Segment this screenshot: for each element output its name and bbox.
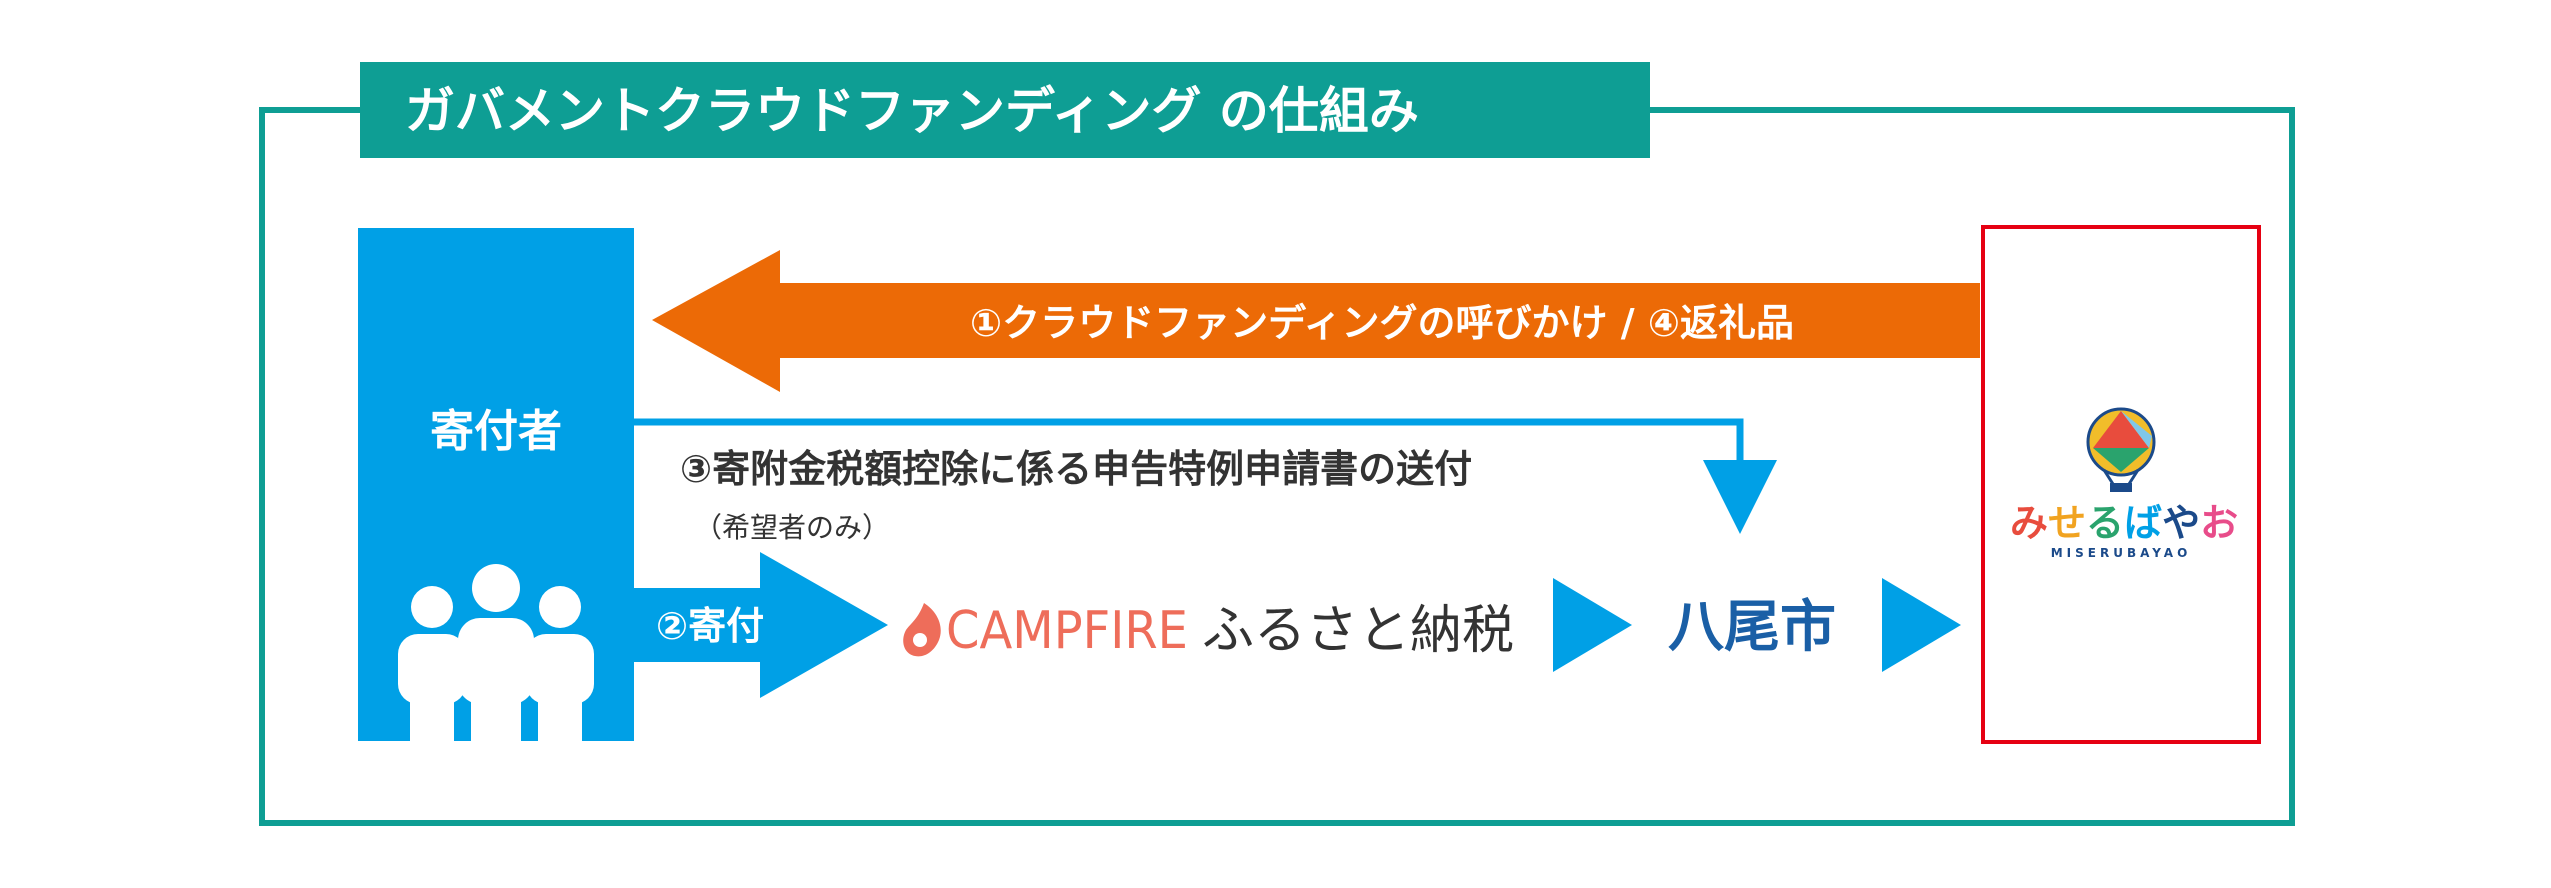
partner-name-char: や (2162, 501, 2200, 545)
partner-name-char: み (2010, 501, 2048, 545)
city-label: 八尾市 (1668, 595, 1836, 660)
donation-label: ②寄付 (656, 604, 764, 648)
donor-label: 寄付者 (430, 406, 562, 457)
orange-arrow (652, 250, 1980, 392)
application-note: （希望者のみ） (694, 511, 890, 544)
application-arrowhead (1703, 460, 1777, 534)
title-banner (360, 62, 1650, 158)
arrow-to-city (1553, 578, 1632, 672)
fire-icon (903, 603, 941, 657)
donation-arrow (634, 552, 888, 698)
people-icon (398, 564, 594, 741)
balloon-icon (2086, 407, 2156, 492)
campfire-brand: CAMPFIRE (946, 601, 1188, 661)
partner-name-char: せ (2048, 501, 2086, 545)
partner-name-char: お (2200, 501, 2238, 545)
application-label: ③寄附金税額控除に係る申告特例申請書の送付 (680, 447, 1472, 491)
application-line (634, 418, 1744, 464)
orange-arrow-label: ①クラウドファンディングの呼びかけ / ④返礼品 (970, 301, 1794, 345)
partner-name: みせるばやお (2010, 501, 2238, 545)
page-title: ガバメントクラウドファンディング の仕組み (405, 82, 1419, 140)
partner-name-char: ば (2124, 501, 2162, 545)
partner-name-char: る (2086, 501, 2124, 545)
partner-subtitle: MISERUBAYAO (2051, 546, 2192, 560)
campfire-suffix: ふるさと納税 (1202, 601, 1514, 661)
arrow-to-partner (1882, 578, 1961, 672)
